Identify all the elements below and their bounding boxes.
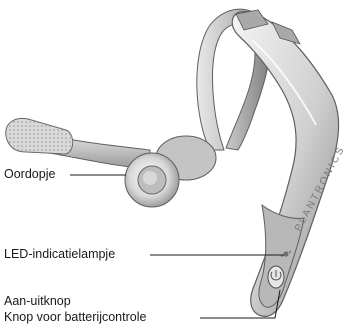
label-battery-button: Knop voor batterijcontrole xyxy=(4,310,146,325)
label-led-indicator: LED-indicatielampje xyxy=(4,247,115,262)
label-earbud: Oordopje xyxy=(4,167,55,182)
led-indicator xyxy=(283,251,288,256)
label-power-button: Aan-uitknop xyxy=(4,294,71,309)
mic-windscreen xyxy=(6,118,73,154)
